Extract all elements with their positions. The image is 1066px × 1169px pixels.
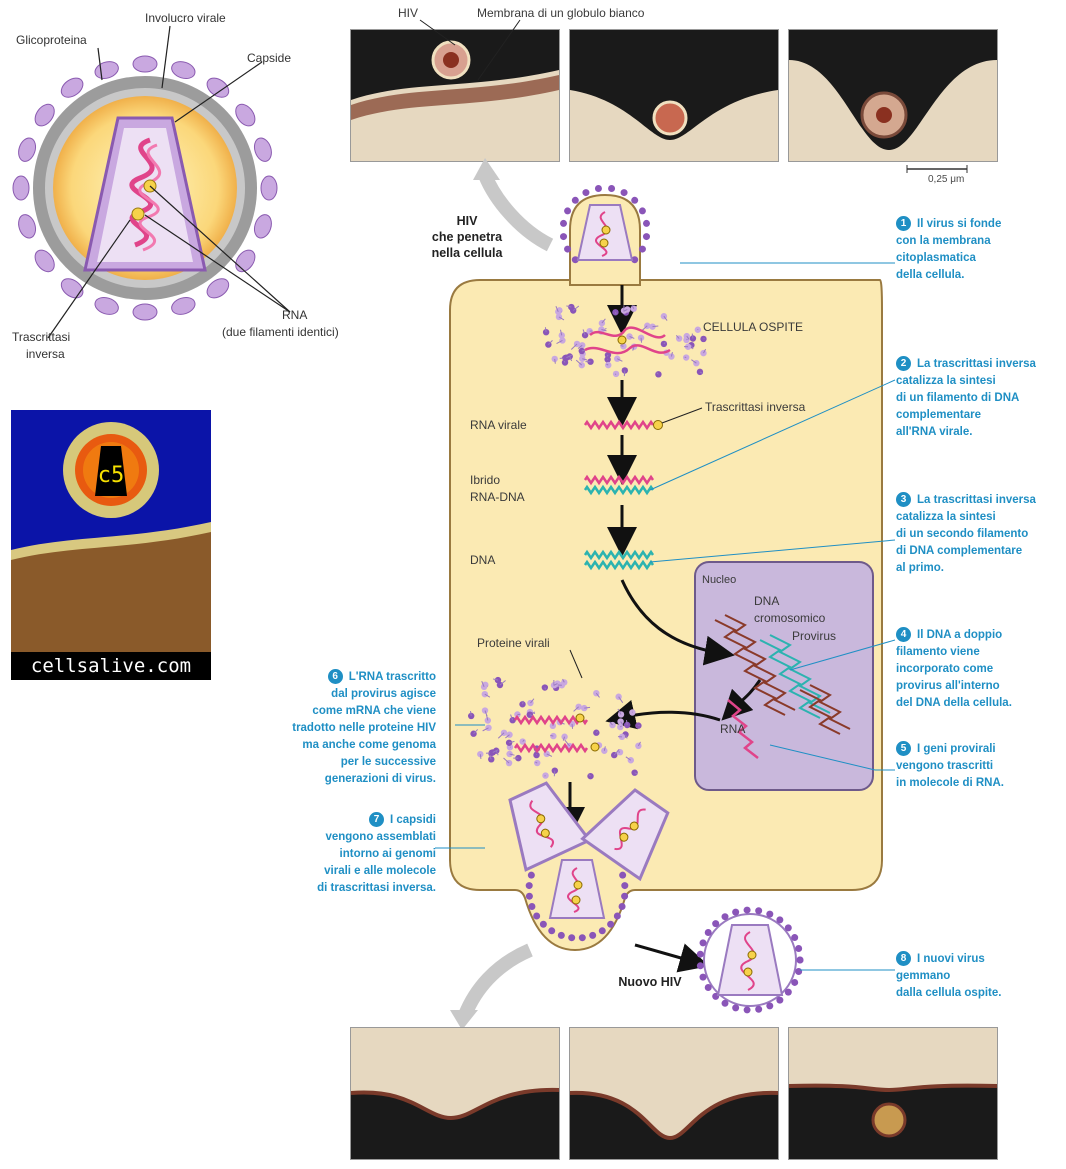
hybrid-label-line2: RNA-DNA [470,490,525,504]
provirus-label: Provirus [792,629,836,643]
chromosomal-dna-label-line2: cromosomico [754,611,825,625]
step-3-number: 3 [896,492,911,507]
step-6-line7: generazioni di virus. [325,773,436,785]
step-1-line4: della cellula. [896,269,964,281]
nucleus-label: Nucleo [702,574,736,586]
step-6-number: 6 [328,669,343,684]
step-7-line2: vengono assemblati [325,831,436,843]
step-4-line1: Il DNA a doppio [917,629,1002,641]
step-1-number: 1 [896,216,911,231]
micrograph-entry-2 [569,29,779,162]
step-2-annotation: 2 La trascrittasi inversa catalizza la si… [896,356,1066,441]
step-8-number: 8 [896,951,911,966]
chromosomal-dna-label-line1: DNA [754,594,779,608]
capsid-label: Capside [247,51,291,65]
cellsalive-badge: c5 cellsalive.com [11,410,211,680]
cellsalive-text: cellsalive.com [11,652,211,680]
step-3-annotation: 3 La trascrittasi inversa catalizza la si… [896,492,1066,577]
micrograph-budding-2 [569,1027,779,1160]
step-6-line3: come mRNA che viene [312,705,436,717]
step-8-line3: dalla cellula ospite. [896,987,1001,999]
step-6-line2: dal provirus agisce [331,688,436,700]
step-4-line4: provirus all'interno [896,680,1000,692]
dna-label: DNA [470,553,495,567]
new-hiv-label: Nuovo HIV [610,974,690,990]
step-3-line1: La trascrittasi inversa [917,494,1036,506]
step-1-line2: con la membrana [896,235,991,247]
host-cell-label: CELLULA OSPITE [703,320,803,334]
nucleus-rna-label: RNA [720,722,745,736]
step-5-annotation: 5 I geni provirali vengono trascritti in … [896,741,1066,792]
step-4-line5: del DNA della cellula. [896,697,1012,709]
step-1-line1: Il virus si fonde [917,218,1001,230]
step-8-line2: gemmano [896,970,950,982]
glycoprotein-label: Glicoproteina [16,33,87,47]
micrograph-budding-1 [350,1027,560,1160]
step-7-line1: I capsidi [390,814,436,826]
hiv-entering-label: HIV che penetra nella cellula [412,213,522,261]
hiv-entering-line2: che penetra [412,229,522,245]
step-6-annotation: 6 L'RNA trascritto dal provirus agisce co… [262,669,436,788]
micrograph-entry-3 [788,29,998,162]
step-5-line2: vengono trascritti [896,760,993,772]
reverse-transcriptase-label: Trascrittasi inversa [705,400,805,414]
step-3-line4: di DNA complementare [896,545,1022,557]
step-3-line2: catalizza la sintesi [896,511,996,523]
step-1-line3: citoplasmatica [896,252,976,264]
step-6-line6: per le successive [341,756,436,768]
step-3-line5: al primo. [896,562,944,574]
step-2-line3: di un filamento di DNA [896,392,1019,404]
step-4-annotation: 4 Il DNA a doppio filamento viene incorpo… [896,627,1066,712]
step-6-line5: ma anche come genoma [302,739,436,751]
step-7-line4: virali e alle molecole [324,865,436,877]
hybrid-label-line1: Ibrido [470,473,500,487]
viral-rna-label: RNA virale [470,418,527,432]
rt-label-line2: inversa [26,347,65,361]
step-4-number: 4 [896,627,911,642]
micrograph-budding-3 [788,1027,998,1160]
step-7-number: 7 [369,812,384,827]
step-7-annotation: 7 I capsidi vengono assemblati intorno ai… [270,812,436,897]
step-2-number: 2 [896,356,911,371]
svg-text:c5: c5 [98,463,125,488]
envelope-label: Involucro virale [145,11,226,25]
step-7-line5: di trascrittasi inversa. [317,882,436,894]
cellsalive-illustration: c5 [11,410,211,680]
step-4-line3: incorporato come [896,663,993,675]
step-2-line5: all'RNA virale. [896,426,972,438]
step-3-line3: di un secondo filamento [896,528,1028,540]
hiv-entering-line1: HIV [412,213,522,229]
step-5-line1: I geni provirali [917,743,996,755]
step-2-line1: La trascrittasi inversa [917,358,1036,370]
photo-pointer-lines [400,10,550,90]
step-5-line3: in molecole di RNA. [896,777,1004,789]
step-1-annotation: 1 Il virus si fonde con la membrana citop… [896,216,1066,284]
step-6-line1: L'RNA trascritto [349,671,436,683]
rt-label-line1: Trascrittasi [12,330,70,344]
step-2-line2: catalizza la sintesi [896,375,996,387]
step-8-line1: I nuovi virus [917,953,985,965]
hiv-entering-line3: nella cellula [412,245,522,261]
step-8-annotation: 8 I nuovi virus gemmano dalla cellula osp… [896,951,1066,1002]
step-7-line3: intorno ai genomi [340,848,436,860]
step-4-line2: filamento viene [896,646,980,658]
viral-proteins-label: Proteine virali [477,636,550,650]
step-2-line4: complementare [896,409,981,421]
step-6-line4: tradotto nelle proteine HIV [292,722,436,734]
step-5-number: 5 [896,741,911,756]
